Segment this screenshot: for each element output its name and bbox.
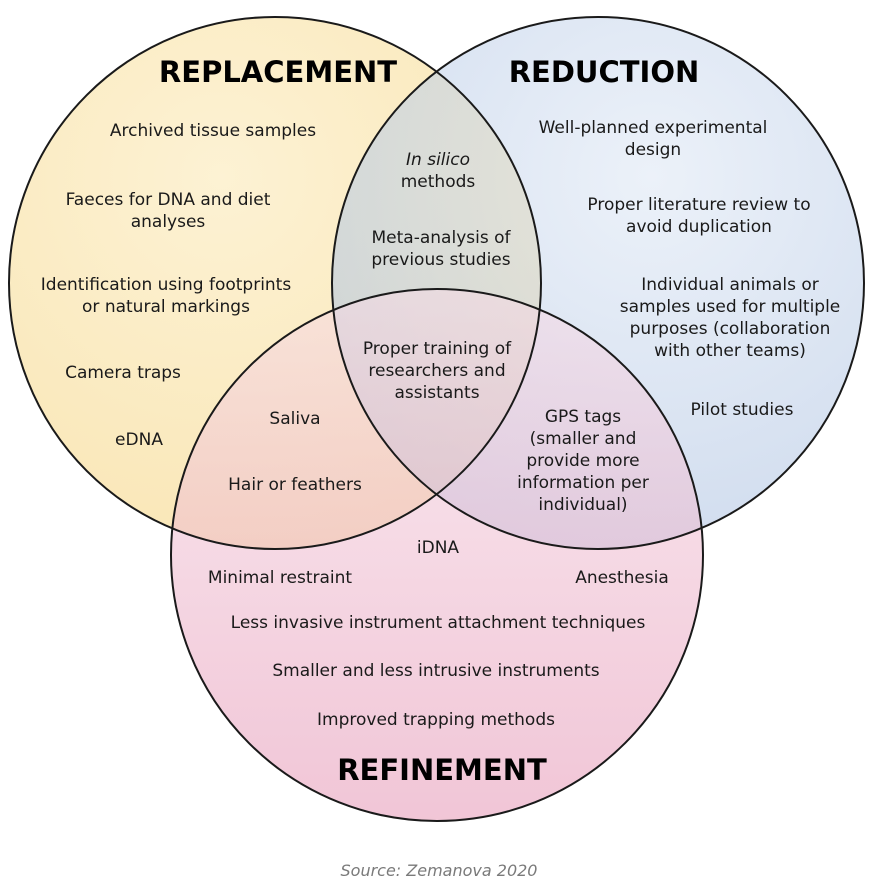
- replacement-reduction-items: In silico methods Meta-analysis of previ…: [371, 150, 511, 270]
- refinement-outline: [170, 288, 704, 822]
- item-well-planned-line1: Well-planned experimental: [539, 118, 768, 138]
- item-meta-line1: Meta-analysis of: [372, 228, 512, 248]
- item-individual-line4: with other teams): [654, 341, 806, 361]
- item-attachment: Less invasive instrument attachment tech…: [231, 613, 646, 633]
- item-training-line1: Proper training of: [363, 339, 512, 359]
- source-credit: Source: Zemanova 2020: [341, 861, 538, 880]
- item-gps-line3: provide more: [526, 451, 639, 471]
- item-training-line2: researchers and: [368, 361, 505, 381]
- item-in-silico-methods: methods: [401, 172, 476, 192]
- circle-fills: [9, 17, 864, 821]
- reduction-refinement-items: GPS tags (smaller and provide more infor…: [517, 407, 649, 515]
- item-identification-line1: Identification using footprints: [41, 275, 292, 295]
- refinement-circle: [171, 289, 703, 821]
- item-saliva: Saliva: [269, 409, 320, 429]
- item-gps-line1: GPS tags: [545, 407, 621, 427]
- item-minimal-restraint: Minimal restraint: [208, 568, 352, 588]
- replacement-refinement-items: Saliva Hair or feathers: [228, 409, 362, 495]
- item-camera-traps: Camera traps: [65, 363, 181, 383]
- reduction-outline: [331, 16, 865, 550]
- item-literature-line1: Proper literature review to: [587, 195, 810, 215]
- reduction-only-items: Well-planned experimental design Proper …: [539, 118, 841, 420]
- title-refinement: REFINEMENT: [337, 753, 547, 787]
- item-gps-line2: (smaller and: [530, 429, 637, 449]
- item-hair-feathers: Hair or feathers: [228, 475, 362, 495]
- title-reduction: REDUCTION: [509, 55, 700, 89]
- item-gps-line5: individual): [538, 495, 627, 515]
- item-idna: iDNA: [417, 538, 460, 558]
- item-smaller-instruments: Smaller and less intrusive instruments: [272, 661, 599, 681]
- circle-outlines: [8, 16, 865, 822]
- item-archived-tissue: Archived tissue samples: [110, 121, 316, 141]
- item-pilot-studies: Pilot studies: [691, 400, 794, 420]
- item-literature-line2: avoid duplication: [626, 217, 772, 237]
- item-faeces-line1: Faeces for DNA and diet: [66, 190, 271, 210]
- refinement-only-items: iDNA Minimal restraint Anesthesia Less i…: [208, 538, 669, 730]
- title-replacement: REPLACEMENT: [159, 55, 397, 89]
- item-edna: eDNA: [115, 430, 163, 450]
- item-gps-line4: information per: [517, 473, 649, 493]
- replacement-only-items: Archived tissue samples Faeces for DNA a…: [41, 121, 316, 450]
- item-well-planned-line2: design: [625, 140, 681, 160]
- replacement-outline: [8, 16, 542, 550]
- item-individual-line2: samples used for multiple: [620, 297, 841, 317]
- item-meta-line2: previous studies: [371, 250, 510, 270]
- item-in-silico-italic: In silico: [406, 150, 470, 170]
- item-identification-line2: or natural markings: [82, 297, 250, 317]
- item-training-line3: assistants: [394, 383, 479, 403]
- item-individual-line3: purposes (collaboration: [630, 319, 831, 339]
- item-trapping: Improved trapping methods: [317, 710, 555, 730]
- item-individual-line1: Individual animals or: [641, 275, 818, 295]
- item-faeces-line2: analyses: [131, 212, 206, 232]
- all-three-items: Proper training of researchers and assis…: [363, 339, 512, 403]
- item-anesthesia: Anesthesia: [575, 568, 669, 588]
